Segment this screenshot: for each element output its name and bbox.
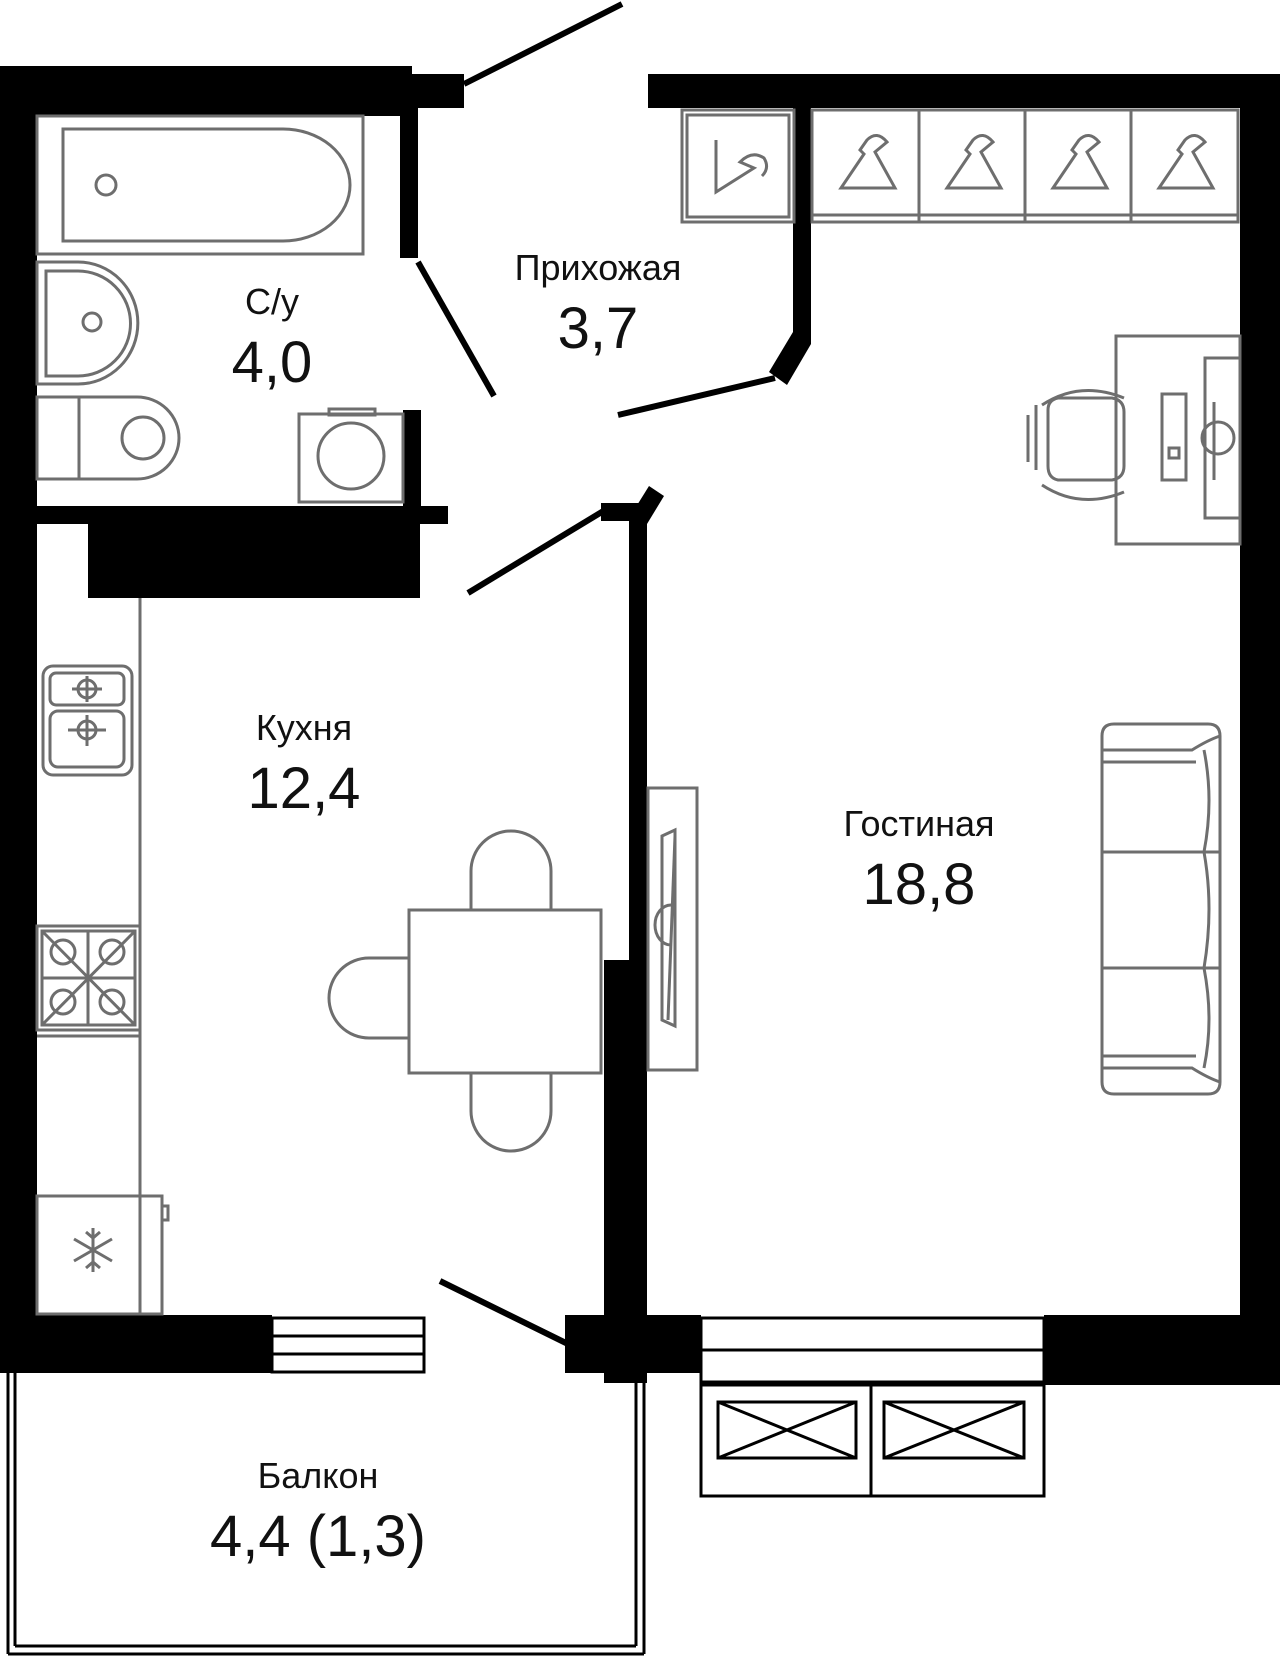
chair-icon [469, 1073, 553, 1153]
desk-icon [1114, 334, 1242, 546]
chair-icon [327, 956, 409, 1040]
room-area: 3,7 [557, 296, 639, 361]
room-name: Балкон [257, 1455, 379, 1496]
hanger-icon [838, 134, 898, 190]
hanger-icon [1156, 134, 1216, 190]
room-name: Прихожая [514, 247, 682, 288]
wardrobe [680, 108, 1240, 224]
cooktop-icon [35, 924, 142, 1032]
hanger-icon [944, 134, 1004, 190]
chair-icon [469, 829, 553, 910]
tv-icon [646, 786, 699, 1072]
bathtub-icon [35, 114, 365, 256]
walls [0, 66, 1280, 1385]
snowflake-icon [73, 1228, 113, 1272]
balcony-outline [6, 1373, 646, 1656]
refrigerator [35, 1194, 170, 1316]
washing-machine-icon [297, 407, 405, 504]
room-area: 18,8 [862, 852, 976, 917]
sofa-icon [1100, 722, 1222, 1096]
room-label-bathroom: С/у 4,0 [232, 284, 313, 392]
hanger-icon [1050, 134, 1110, 190]
room-label-kitchen: Кухня 12,4 [248, 710, 361, 818]
room-label-living: Гостиная 18,8 [843, 806, 994, 914]
bay-frames [699, 1383, 1046, 1498]
hanger-icon [714, 140, 769, 195]
office-chair-icon [1026, 388, 1126, 502]
kitchen-sink-icon [41, 664, 134, 777]
room-label-balcony: Балкон 4,4 (1,3) [210, 1458, 426, 1566]
sink-icon [35, 260, 140, 386]
furniture [35, 108, 1242, 1316]
room-area: 4,0 [231, 330, 313, 395]
room-label-hallway: Прихожая 3,7 [515, 250, 682, 358]
dining-table-icon [407, 908, 603, 1075]
room-area: 12,4 [247, 756, 361, 821]
room-name: Гостиная [843, 803, 995, 844]
room-name: Кухня [255, 707, 353, 748]
window-icon [270, 1316, 1046, 1384]
toilet-icon [35, 395, 181, 481]
room-area: 4,4 (1,3) [210, 1504, 426, 1569]
room-name: С/у [244, 281, 299, 322]
doors [415, 1, 776, 1348]
